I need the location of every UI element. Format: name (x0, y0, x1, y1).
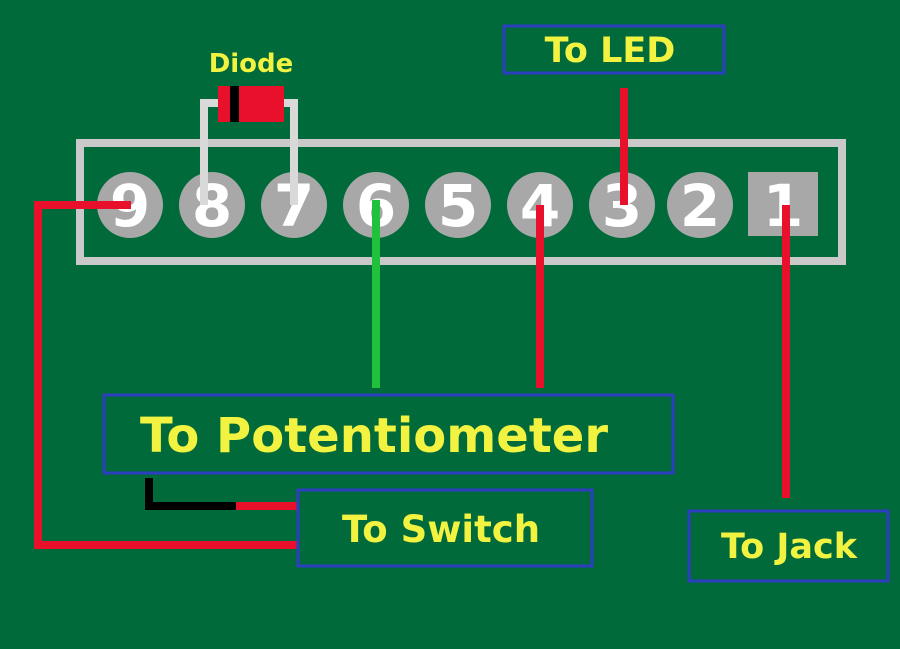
diode-leads (200, 99, 298, 205)
label-to-led: To LED (502, 24, 726, 75)
diode-band (230, 86, 239, 122)
diode-body (218, 86, 284, 122)
label-to-potentiometer-text: To Potentiometer (140, 408, 608, 464)
label-to-jack-text: To Jack (721, 527, 858, 567)
label-to-jack: To Jack (687, 509, 890, 583)
label-to-led-text: To LED (545, 31, 676, 71)
label-to-potentiometer: To Potentiometer (102, 393, 675, 475)
wire-pin9-to-switch (34, 201, 298, 549)
diode-label: Diode (209, 49, 294, 79)
label-to-switch: To Switch (296, 488, 594, 568)
pin-5: 5 (425, 172, 491, 240)
label-to-switch-text: To Switch (342, 508, 540, 551)
pin-8: 8 (179, 172, 245, 240)
wire-black-switch (145, 478, 238, 510)
pin-5-label: 5 (438, 172, 478, 240)
pin-2-label: 2 (680, 172, 720, 240)
pin-8-label: 8 (192, 172, 232, 240)
pin-2: 2 (667, 172, 733, 240)
diode (200, 86, 298, 205)
